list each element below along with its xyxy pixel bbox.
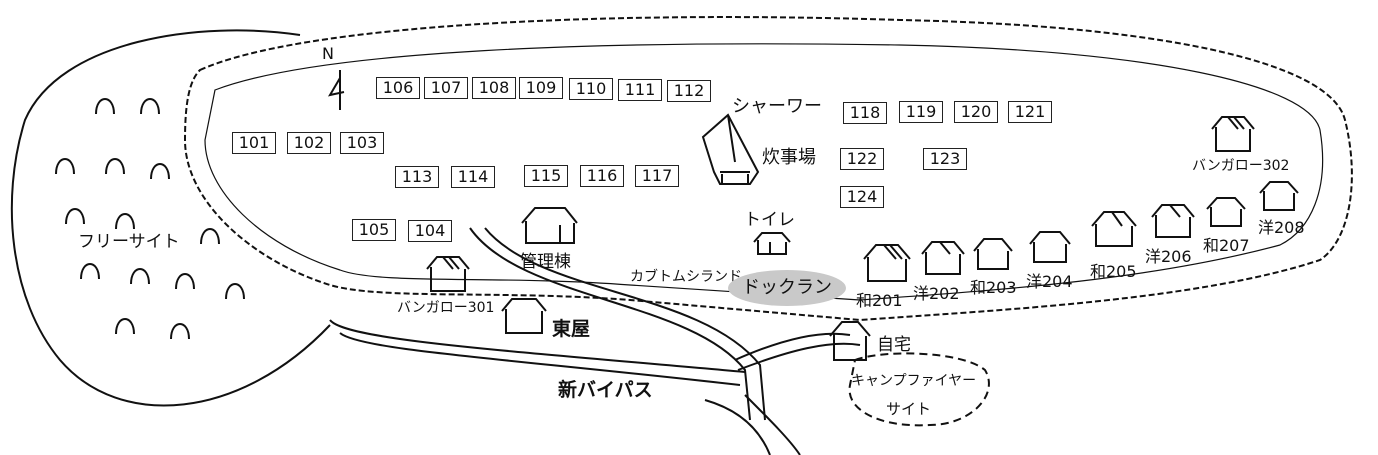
cabin-icon (1151, 204, 1195, 238)
site-101[interactable]: 101 (232, 132, 276, 154)
cabin-label-201[interactable]: 和201 (856, 291, 903, 310)
tent-arc (200, 228, 220, 245)
site-107[interactable]: 107 (424, 77, 468, 99)
cabin-icon (1091, 211, 1137, 247)
hedge-inner (204, 43, 1324, 301)
tent-arc (225, 283, 245, 300)
kitchen-label: 炊事場 (762, 147, 816, 168)
tent-arc (130, 268, 150, 285)
cabin-label-206[interactable]: 洋206 (1145, 247, 1192, 266)
site-124[interactable]: 124 (840, 186, 884, 208)
kitchen-building-icon (701, 113, 760, 185)
cabin-icon (1259, 181, 1299, 211)
cabin-label-207[interactable]: 和207 (1203, 236, 1250, 255)
site-114[interactable]: 114 (451, 166, 495, 188)
site-118[interactable]: 118 (843, 102, 887, 124)
tent-arc (80, 263, 100, 280)
cabin-icon (1029, 231, 1071, 263)
bungalow-301-label: バンガロー301 (397, 300, 495, 316)
free-site-boundary (10, 29, 331, 407)
cabin-label-203[interactable]: 和203 (970, 278, 1017, 297)
beetle-land-label: カブトムシランド (630, 269, 742, 285)
road-branch (734, 332, 861, 371)
site-110[interactable]: 110 (569, 78, 613, 100)
cabin-label-202[interactable]: 洋202 (913, 284, 960, 303)
bungalow-302-label: バンガロー302 (1192, 158, 1290, 174)
shower-label: シャーワー (732, 96, 822, 117)
free-site-tents (55, 98, 245, 340)
cabin-icon (921, 241, 965, 275)
site-104[interactable]: 104 (408, 220, 452, 242)
site-109[interactable]: 109 (519, 77, 563, 99)
site-117[interactable]: 117 (635, 165, 679, 187)
toilet-icon (753, 232, 791, 255)
office-label: 管理棟 (520, 252, 571, 272)
cabin-icon (973, 238, 1013, 270)
campfire-boundary (848, 352, 990, 427)
toilet-label: トイレ (744, 210, 795, 230)
dog-run[interactable]: ドックラン (728, 270, 846, 306)
home-label: 自宅 (877, 335, 911, 355)
site-121[interactable]: 121 (1008, 101, 1052, 123)
tent-arc (65, 208, 85, 225)
home-icon (829, 321, 871, 361)
site-113[interactable]: 113 (395, 166, 439, 188)
office-building-icon (521, 207, 578, 244)
cabin-label-204[interactable]: 洋204 (1026, 272, 1073, 291)
tent-arc (115, 213, 135, 230)
road-lower (704, 394, 801, 455)
cabin-icon (1206, 197, 1246, 227)
north-label: N (322, 44, 334, 63)
site-105[interactable]: 105 (352, 219, 396, 241)
bungalow-301-icon (426, 256, 470, 292)
site-120[interactable]: 120 (954, 101, 998, 123)
azumaya-label: 東屋 (552, 318, 591, 340)
road-main (469, 227, 766, 421)
road-bypass (329, 319, 746, 386)
site-106[interactable]: 106 (376, 77, 420, 99)
tent-arc (175, 273, 195, 290)
site-112[interactable]: 112 (667, 80, 711, 102)
tent-arc (105, 158, 125, 175)
north-arrow (327, 70, 345, 110)
site-103[interactable]: 103 (340, 132, 384, 154)
cabin-label-205[interactable]: 和205 (1090, 262, 1137, 281)
site-122[interactable]: 122 (840, 148, 884, 170)
tent-arc (170, 323, 190, 340)
cabin-icon (863, 244, 911, 282)
site-111[interactable]: 111 (618, 79, 662, 101)
free-site-label: フリーサイト (78, 232, 180, 252)
tent-arc (95, 98, 115, 115)
site-116[interactable]: 116 (580, 165, 624, 187)
site-123[interactable]: 123 (923, 148, 967, 170)
bungalow-302-icon (1211, 116, 1255, 152)
tent-arc (115, 318, 135, 335)
azumaya-icon (501, 298, 547, 334)
campfire-label: キャンプファイヤー (851, 373, 977, 389)
tent-arc (55, 158, 75, 175)
cabin-label-208[interactable]: 洋208 (1258, 218, 1305, 237)
tent-arc (150, 163, 170, 180)
tent-arc (140, 98, 160, 115)
site-108[interactable]: 108 (472, 77, 516, 99)
site-119[interactable]: 119 (899, 101, 943, 123)
campfire-site-label: サイト (886, 400, 932, 418)
site-115[interactable]: 115 (524, 165, 568, 187)
bypass-label: 新バイパス (558, 379, 653, 401)
site-102[interactable]: 102 (287, 132, 331, 154)
hedge-outer (183, 16, 1353, 322)
